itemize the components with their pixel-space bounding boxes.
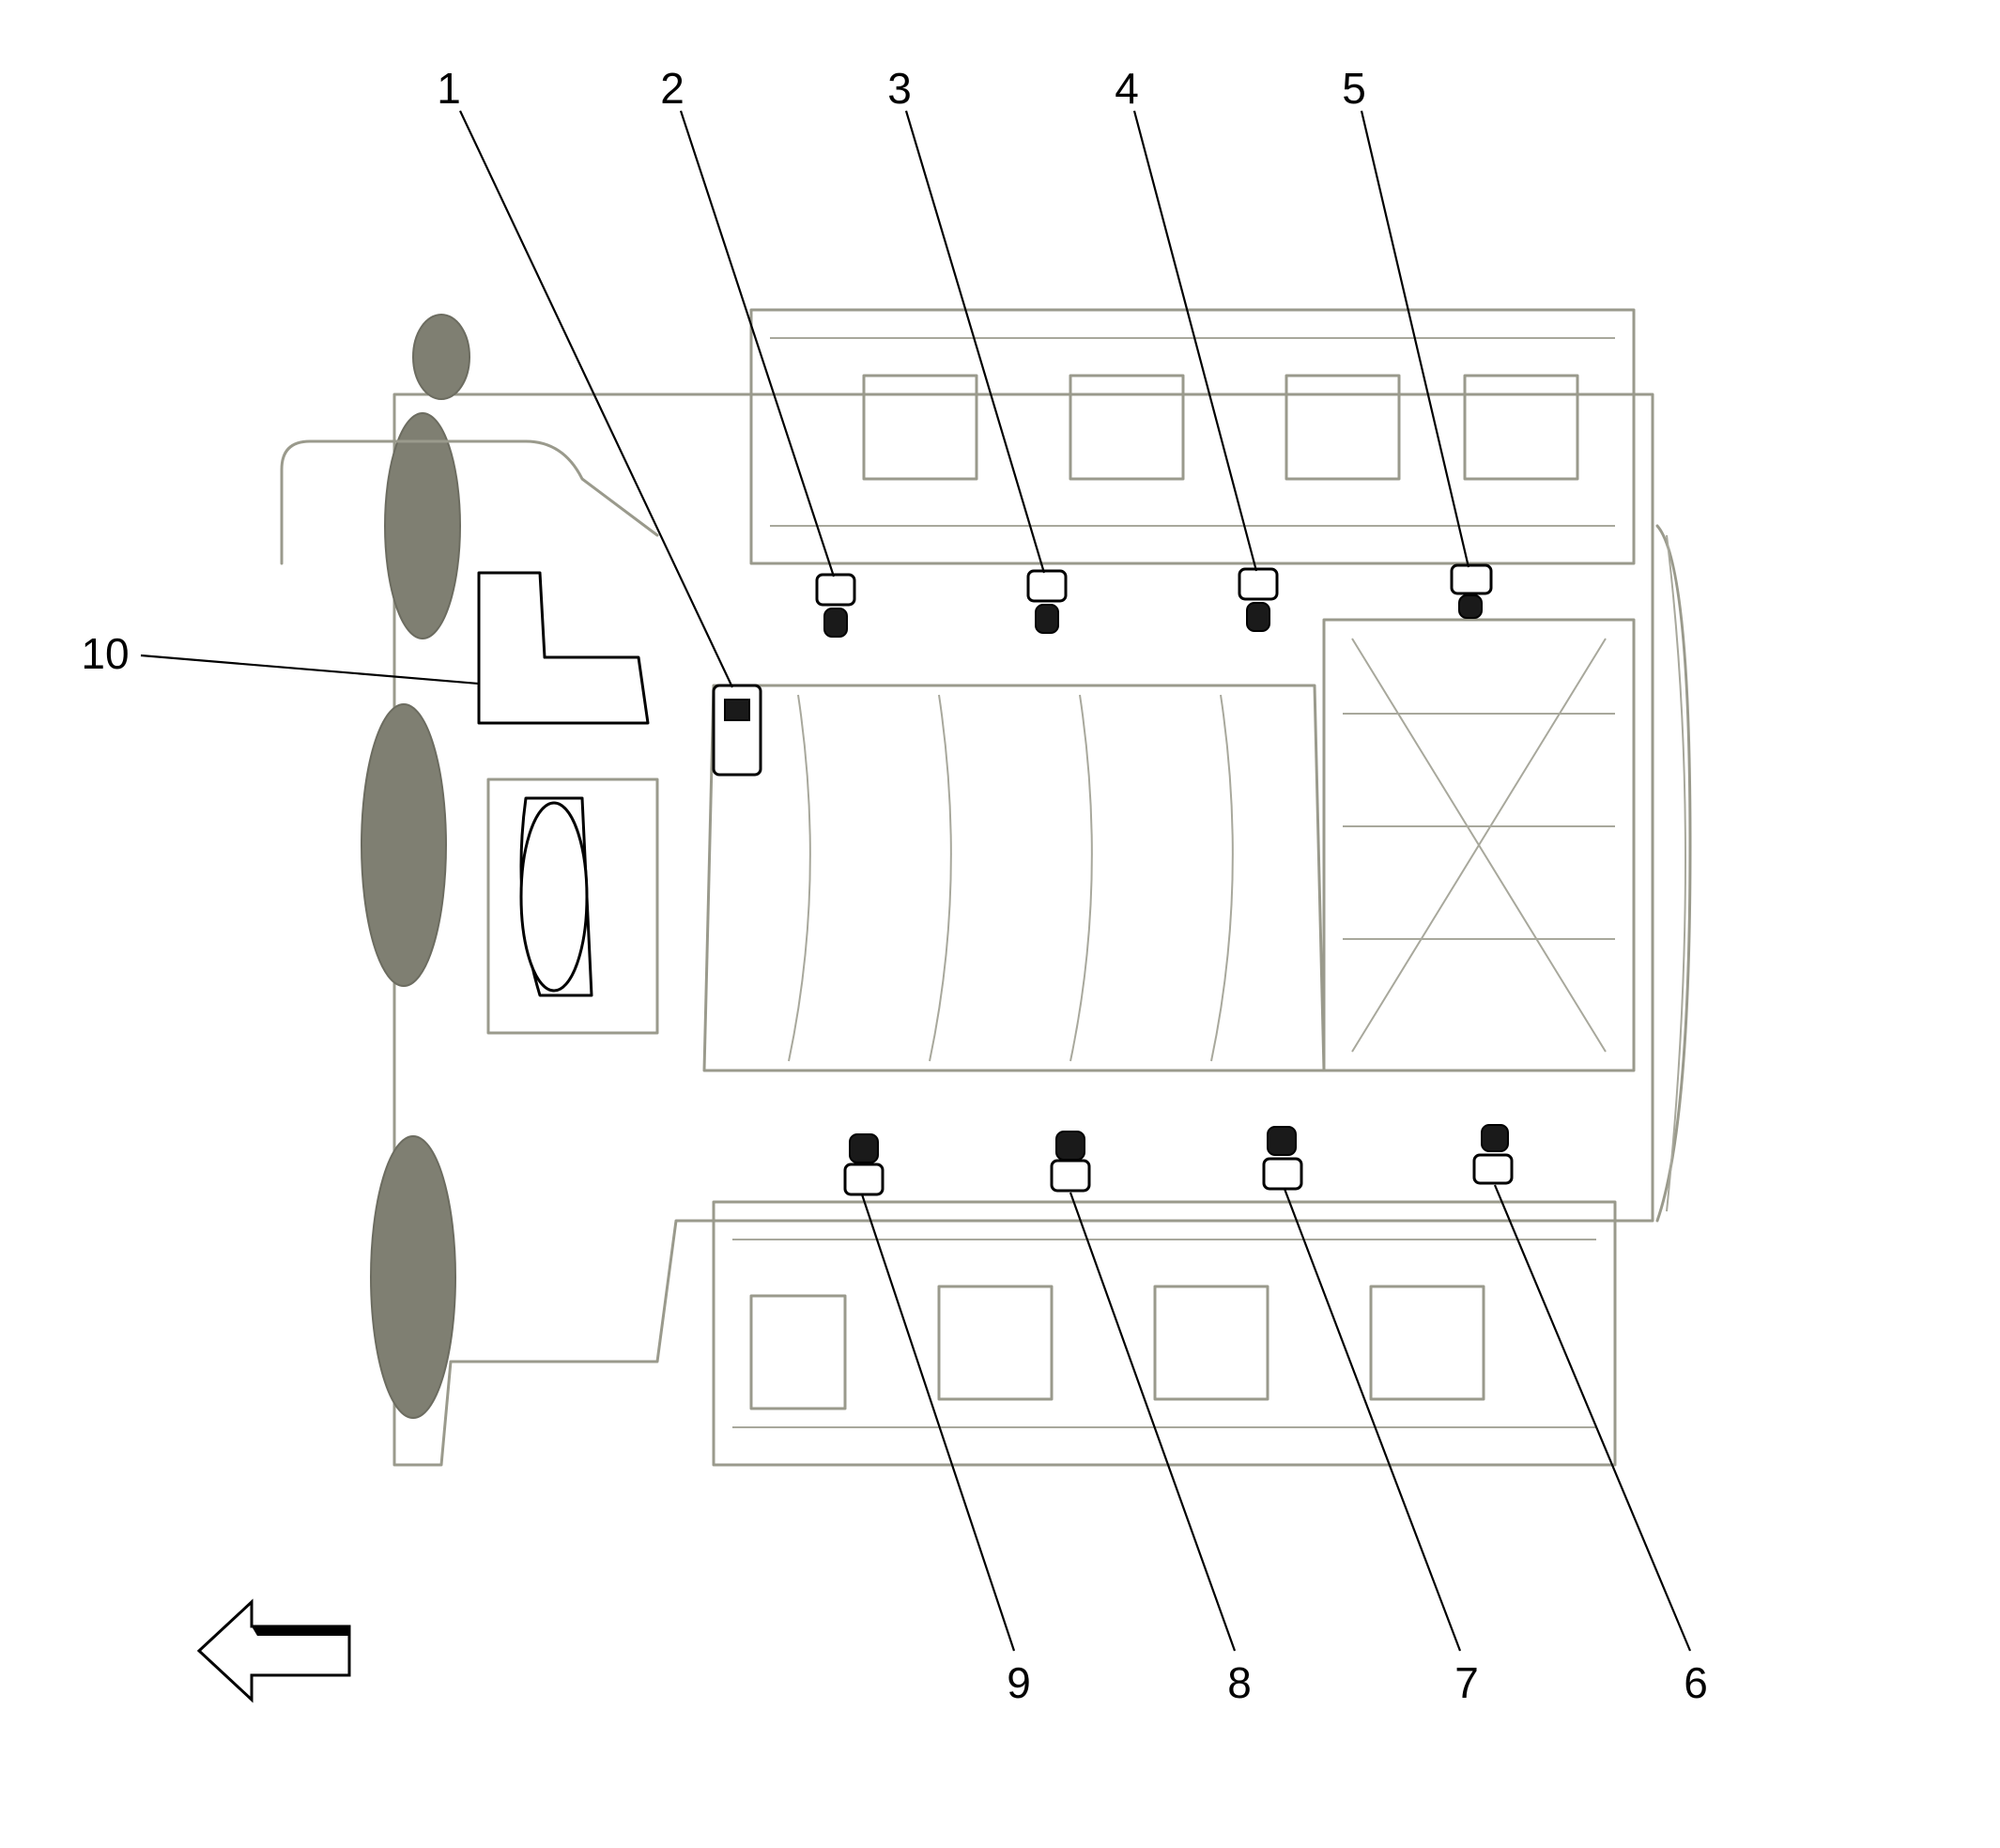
callout-3: 3 bbox=[887, 64, 912, 113]
leader-line-6 bbox=[1493, 1184, 1692, 1652]
fuel-injector-upper bbox=[815, 563, 1493, 638]
leader-line-7 bbox=[1283, 1188, 1462, 1652]
arrow-left-icon bbox=[196, 1598, 351, 1703]
callout-9: 9 bbox=[1007, 1658, 1031, 1707]
leader-line-8 bbox=[1069, 1192, 1237, 1652]
engine-outline bbox=[280, 308, 1692, 1467]
callout-labels: 1 2 3 4 5 6 7 8 9 10 bbox=[81, 64, 1707, 1707]
leader-line-1 bbox=[459, 110, 733, 688]
leader-line-3 bbox=[904, 110, 1046, 574]
callout-7: 7 bbox=[1454, 1658, 1479, 1707]
callout-8: 8 bbox=[1227, 1658, 1252, 1707]
leader-line-5 bbox=[1360, 110, 1470, 568]
leader-line-9 bbox=[860, 1194, 1016, 1652]
callout-5: 5 bbox=[1342, 64, 1366, 113]
callout-4: 4 bbox=[1115, 64, 1139, 113]
callout-6: 6 bbox=[1684, 1658, 1708, 1707]
throttle-actuator bbox=[477, 571, 650, 725]
highlighted-components bbox=[477, 563, 1514, 1196]
callout-10: 10 bbox=[81, 629, 129, 678]
fuel-injector-lower bbox=[843, 1124, 1514, 1196]
leader-line-2 bbox=[679, 110, 836, 578]
leader-lines bbox=[140, 110, 1692, 1652]
callout-1: 1 bbox=[437, 64, 461, 113]
leader-line-4 bbox=[1132, 110, 1258, 572]
callout-2: 2 bbox=[660, 64, 685, 113]
leader-line-10 bbox=[140, 654, 480, 685]
